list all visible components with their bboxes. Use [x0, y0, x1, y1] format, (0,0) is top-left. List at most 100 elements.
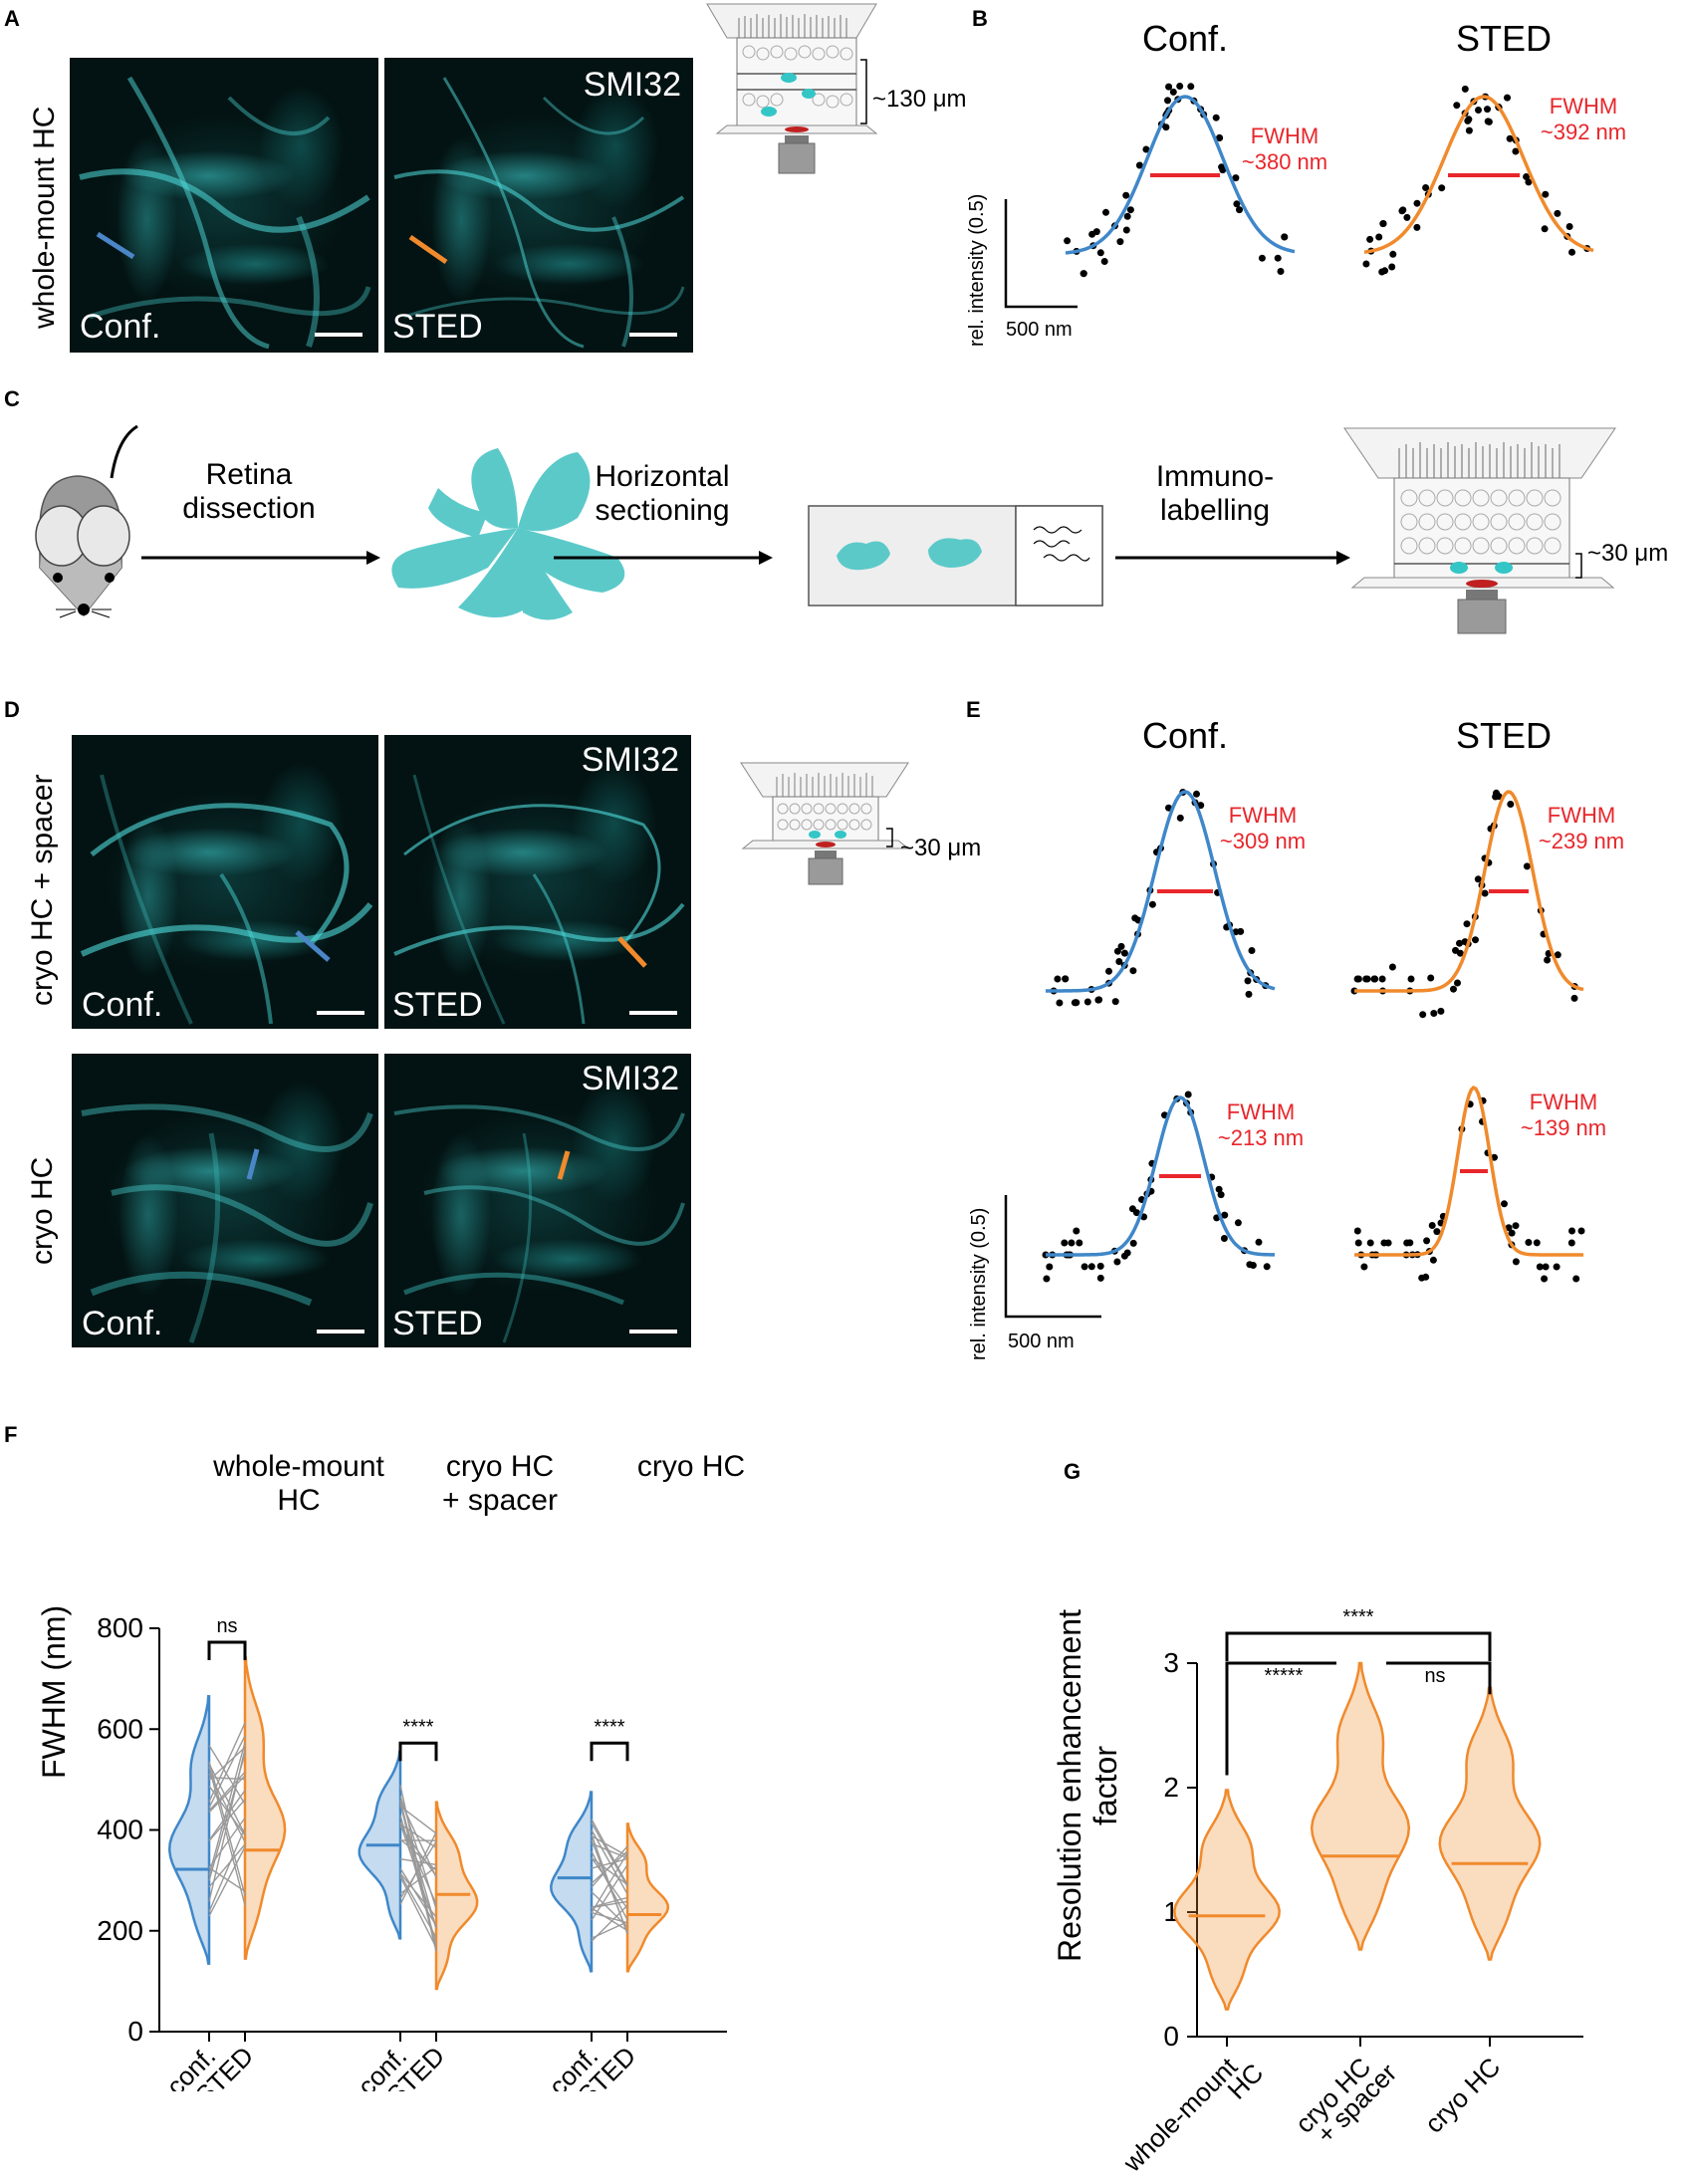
- profile-point: [1176, 83, 1184, 90]
- scale-axes: [1004, 199, 1078, 309]
- panel-label-d: D: [4, 697, 20, 722]
- profile-point: [1128, 1205, 1136, 1213]
- ylabel-line: Resolution enhancement: [1052, 1609, 1087, 1963]
- ylabel-f: FWHM (nm): [36, 1604, 72, 1779]
- profile-point: [1371, 975, 1379, 983]
- profile-point: [1362, 260, 1370, 268]
- profile-point: [1456, 949, 1464, 957]
- fwhm-value: ~309 nm: [1219, 829, 1307, 853]
- panel-label-a: A: [4, 6, 20, 31]
- profile-point: [1366, 235, 1374, 243]
- profile-point: [1113, 947, 1121, 955]
- profile-point: [1544, 956, 1552, 964]
- gaussian-fit-line: [1354, 1085, 1583, 1257]
- title-line: + spacer: [442, 1484, 558, 1517]
- profile-point: [1164, 97, 1171, 105]
- fwhm-label-e-r2-sted: FWHM ~139 nm: [1504, 1090, 1623, 1141]
- violin: [167, 1694, 211, 1966]
- profile-point: [1187, 83, 1195, 91]
- profile-point: [1375, 233, 1383, 241]
- profile-point: [1083, 998, 1091, 1006]
- significance-bracket: [1386, 1661, 1492, 1695]
- profile-plot-b: [1004, 83, 1594, 309]
- xscale-b: 500 nm: [1006, 319, 1073, 341]
- profile-point: [1384, 1239, 1392, 1247]
- profile-point: [1572, 1275, 1580, 1283]
- profile-point: [1162, 123, 1170, 131]
- profile-point: [1237, 927, 1245, 935]
- fwhm-word: FWHM: [1228, 803, 1298, 828]
- profile-point: [1217, 1191, 1225, 1199]
- y-tick-label: 600: [97, 1713, 143, 1744]
- profile-point: [1061, 1239, 1069, 1247]
- gaussian-fit-line: [1354, 790, 1584, 993]
- profile-point: [1169, 88, 1177, 96]
- x-tick-label: whole-mount: [1125, 2051, 1244, 2178]
- profile-point: [1389, 250, 1397, 258]
- pair-line: [208, 1766, 246, 1906]
- profile-point: [1277, 268, 1285, 275]
- sted-label: STED: [392, 1305, 483, 1342]
- profile-point: [1553, 1263, 1561, 1271]
- fwhm-word: FWHM: [1549, 94, 1618, 119]
- profile-point: [1080, 270, 1087, 278]
- profile-point: [1541, 1275, 1549, 1283]
- profile-point: [1422, 184, 1430, 191]
- profile-point: [1570, 994, 1578, 1002]
- profile-point: [1403, 213, 1411, 221]
- pair-line: [208, 1735, 246, 1809]
- gaussian-fit-line: [1046, 1095, 1275, 1257]
- significance-label: ****: [402, 1716, 433, 1738]
- profile-point: [1542, 1263, 1550, 1271]
- profile-point: [1087, 1263, 1095, 1271]
- pair-line: [208, 1790, 246, 1841]
- fwhm-value: ~213 nm: [1217, 1125, 1305, 1150]
- significance-label: ****: [1342, 1606, 1373, 1628]
- pair-line: [208, 1799, 246, 1842]
- panel-label-f: F: [4, 1422, 18, 1447]
- profile-point: [1072, 999, 1080, 1007]
- ylabel-g: Resolution enhancement factor: [1052, 1552, 1123, 2020]
- profile-point: [1512, 1222, 1520, 1230]
- profile-point: [1354, 1239, 1362, 1247]
- pair-line: [208, 1746, 246, 1782]
- profile-point: [1472, 936, 1479, 944]
- violin: [550, 1791, 594, 1973]
- profile-point: [1096, 249, 1104, 257]
- profile-point: [1263, 1263, 1271, 1271]
- fwhm-value: ~380 nm: [1241, 149, 1328, 174]
- profile-point: [1406, 1239, 1414, 1247]
- pair-line: [591, 1852, 628, 1913]
- profile-point: [1454, 979, 1461, 987]
- step-line: Immuno-: [1155, 460, 1275, 493]
- fwhm-label-e-r2-conf: FWHM ~213 nm: [1201, 1099, 1321, 1151]
- profile-point: [1233, 200, 1241, 208]
- pair-line: [208, 1826, 246, 1912]
- profile-point: [1437, 1007, 1445, 1015]
- profile-point: [1413, 223, 1421, 231]
- y-tick-label: 0: [127, 2016, 143, 2047]
- profile-point: [1525, 1239, 1533, 1246]
- step-line: labelling: [1159, 494, 1271, 527]
- profile-point: [1102, 208, 1109, 216]
- profile-point: [1129, 1239, 1137, 1247]
- step-label-immunolabelling: Immuno- labelling: [1115, 460, 1315, 528]
- significance-bracket: [207, 1640, 247, 1660]
- scale-bar: [629, 1330, 677, 1334]
- profile-point: [1148, 900, 1156, 908]
- profile-point: [1120, 1252, 1128, 1260]
- depth-label-a: ~130 μm: [872, 86, 967, 113]
- profile-point: [1249, 1262, 1257, 1269]
- retina-icon: [391, 448, 625, 620]
- conf-label: Conf.: [82, 986, 163, 1024]
- sted-label: STED: [392, 986, 483, 1024]
- profile-point: [1105, 967, 1112, 975]
- profile-point: [1450, 985, 1457, 993]
- profile-point: [1258, 254, 1266, 262]
- gaussian-fit-line: [1046, 790, 1276, 993]
- profile-point: [1398, 207, 1406, 215]
- profile-point: [1122, 191, 1130, 199]
- fwhm-word: FWHM: [1547, 803, 1616, 828]
- profile-point: [1176, 814, 1184, 822]
- micrograph-a-sted: SMI32 STED: [384, 58, 693, 353]
